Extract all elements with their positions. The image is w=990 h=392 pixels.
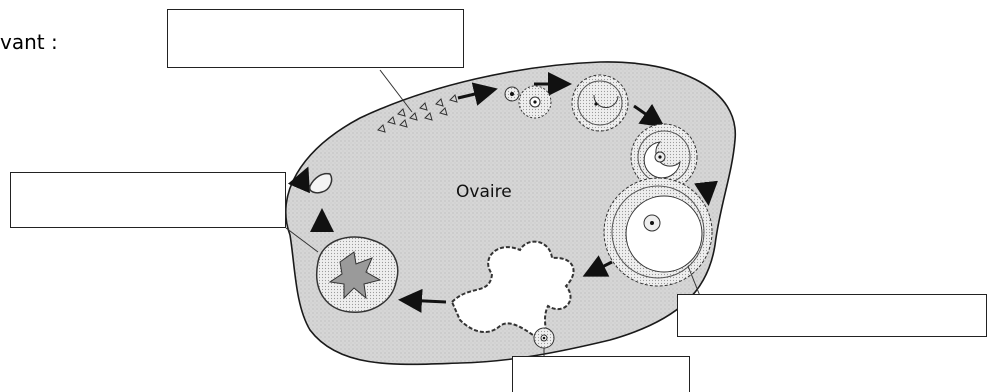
corpus-luteum xyxy=(317,237,398,312)
antral-follicle-early xyxy=(572,75,628,131)
ovary-label: Ovaire xyxy=(456,182,512,202)
arrow-4 xyxy=(706,182,708,200)
mature-follicle xyxy=(604,178,712,286)
corpus-albicans-label-box[interactable] xyxy=(10,172,286,228)
secondary-follicle xyxy=(519,86,551,118)
primary-follicle xyxy=(505,87,519,101)
primordial-follicles-label-box[interactable] xyxy=(167,9,464,68)
arrow-6 xyxy=(404,300,446,302)
ovocyte-label-box[interactable] xyxy=(512,356,690,392)
mature-follicle-label-box[interactable] xyxy=(677,294,987,337)
